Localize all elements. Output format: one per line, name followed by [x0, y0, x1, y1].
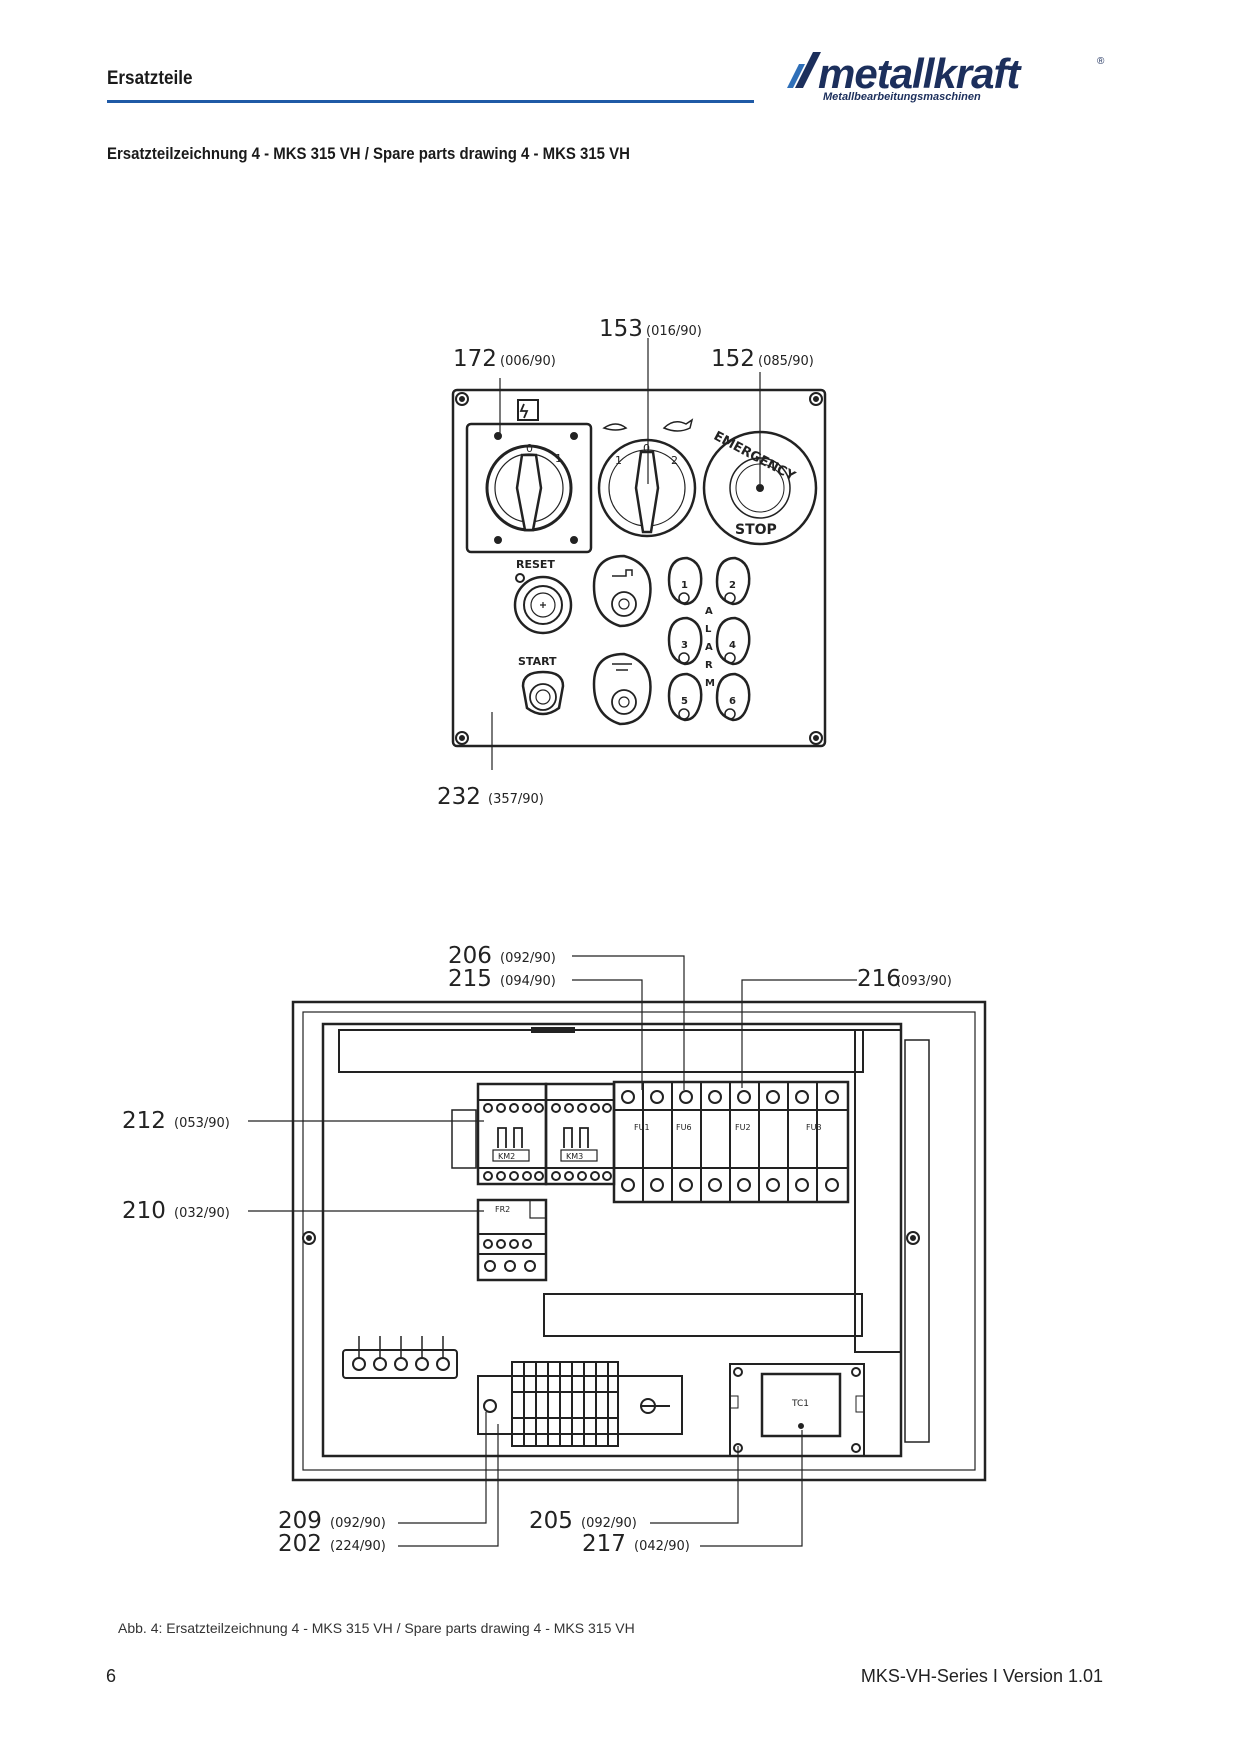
callout-217-num: 217: [582, 1531, 626, 1557]
alarm-letter-l: L: [705, 624, 712, 635]
panel-leader-lines: [491, 338, 761, 770]
cabinet-leader-lines: [248, 955, 857, 1547]
hinge-screw-icon: [302, 1231, 316, 1245]
callout-216-num: 216: [857, 966, 901, 992]
callout-153-code: (016/90): [646, 324, 702, 339]
alarm-num-3: 3: [681, 640, 688, 651]
alarm-indicator-3: [667, 616, 703, 666]
alarm-indicator-1: [667, 556, 703, 606]
fuse-block: [612, 1080, 850, 1204]
callout-216-code: (093/90): [896, 974, 952, 989]
callout-202-code: (224/90): [330, 1539, 386, 1554]
alarm-num-5: 5: [681, 696, 688, 707]
callout-206-num: 206: [448, 943, 492, 969]
alarm-letter-a2: A: [705, 642, 713, 653]
callout-232-num: 232: [437, 784, 481, 810]
rabbit-fast-icon: [662, 418, 694, 432]
callout-152-num: 152: [711, 346, 755, 372]
contactor-km2: [476, 1082, 548, 1186]
alarm-num-1: 1: [681, 580, 688, 591]
speed-switch-pos-0: 0: [643, 442, 650, 455]
hinge-screw-icon: [906, 1231, 920, 1245]
metallkraft-logo-icon: [787, 52, 821, 88]
alarm-letter-r: R: [705, 660, 713, 671]
callout-215-num: 215: [448, 966, 492, 992]
speed-selector-switch: [597, 418, 697, 538]
callout-212-code: (053/90): [174, 1116, 230, 1131]
callout-210-code: (032/90): [174, 1206, 230, 1221]
callout-212-num: 212: [122, 1108, 166, 1134]
logo-registered-mark: ®: [1097, 56, 1105, 67]
logo-wordmark: metallkraft: [818, 50, 1020, 97]
callout-152-code: (085/90): [758, 354, 814, 369]
callout-153-num: 153: [599, 316, 643, 342]
release-vise-button: [592, 652, 652, 726]
alarm-letter-m: M: [705, 678, 715, 689]
speed-switch-pos-2: 2: [671, 454, 678, 467]
thermal-relay-fr2: [476, 1198, 548, 1282]
callout-209-code: (092/90): [330, 1516, 386, 1531]
alarm-indicator-6: [715, 672, 751, 722]
km3-label: KM3: [566, 1152, 583, 1161]
fu2-label: FU2: [735, 1123, 751, 1132]
control-panel: 0 1 1 0 2 EMERGENCY STOP: [451, 388, 827, 748]
callout-202-num: 202: [278, 1531, 322, 1557]
terminal-strip: [477, 1361, 683, 1447]
figure-caption: Abb. 4: Ersatzteilzeichnung 4 - MKS 315 …: [118, 1620, 635, 1636]
tc1-label: TC1: [791, 1399, 809, 1409]
callout-205-code: (092/90): [581, 1516, 637, 1531]
page-number: 6: [106, 1666, 117, 1686]
callout-210-num: 210: [122, 1198, 166, 1224]
callout-206-code: (092/90): [500, 951, 556, 966]
callout-172-code: (006/90): [500, 354, 556, 369]
panel-screw-icon: [809, 731, 823, 745]
cable-gland-strip: [342, 1336, 458, 1379]
main-switch-pos-0: 0: [526, 442, 533, 455]
drawing-heading: Ersatzteilzeichnung 4 - MKS 315 VH / Spa…: [107, 144, 630, 163]
fu3-label: FU3: [806, 1123, 822, 1132]
reset-button: [513, 573, 573, 635]
stop-label: STOP: [735, 522, 777, 538]
callout-232-code: (357/90): [488, 792, 544, 807]
turtle-slow-icon: [602, 423, 628, 431]
callout-215-code: (094/90): [500, 974, 556, 989]
reset-label: RESET: [516, 558, 555, 571]
section-title: Ersatzteile: [107, 68, 193, 89]
speed-switch-pos-1: 1: [615, 454, 622, 467]
clamp-vise-button: [592, 554, 652, 628]
callout-205-num: 205: [529, 1508, 573, 1534]
panel-screw-icon: [455, 731, 469, 745]
callout-217-code: (042/90): [634, 1539, 690, 1554]
alarm-num-6: 6: [729, 696, 736, 707]
alarm-indicator-5: [667, 672, 703, 722]
alarm-indicator-4: [715, 616, 751, 666]
start-button: [521, 670, 565, 716]
header-rule: [107, 100, 754, 103]
contactor-km3: [544, 1082, 616, 1186]
electrical-cabinet: KM2 KM3 FR2: [291, 1000, 987, 1482]
alarm-indicator-2: [715, 556, 751, 606]
fu6-label: FU6: [676, 1123, 692, 1132]
logo-tagline: Metallbearbeitungsmaschinen: [823, 91, 981, 103]
alarm-letter-a1: A: [705, 606, 713, 617]
main-switch-pos-1: 1: [555, 452, 562, 465]
lightning-warning-icon: [517, 399, 539, 421]
panel-screw-icon: [809, 392, 823, 406]
callout-209-num: 209: [278, 1508, 322, 1534]
alarm-num-4: 4: [729, 640, 736, 651]
main-switch: [465, 399, 593, 554]
vise-release-icon: [612, 663, 632, 671]
fr2-label: FR2: [495, 1205, 510, 1214]
vise-clamp-icon: [612, 569, 633, 577]
start-label: START: [518, 655, 557, 668]
panel-screw-icon: [455, 392, 469, 406]
km2-label: KM2: [498, 1152, 515, 1161]
fu1-label: FU1: [634, 1123, 650, 1132]
transformer-tc1: [729, 1363, 865, 1457]
version-info: MKS-VH-Series I Version 1.01: [860, 1666, 1103, 1686]
callout-172-num: 172: [453, 346, 497, 372]
alarm-num-2: 2: [729, 580, 736, 591]
